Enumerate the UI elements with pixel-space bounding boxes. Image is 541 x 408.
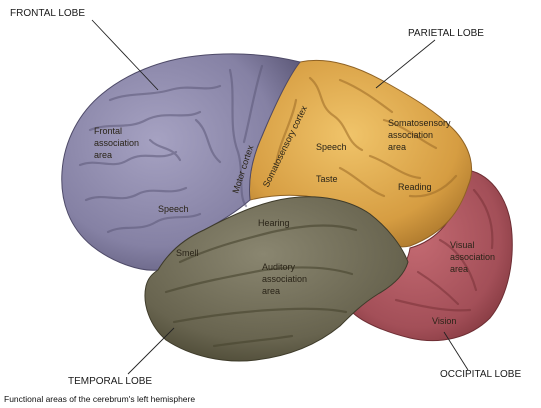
parietal-lobe-label: PARIETAL LOBE bbox=[408, 28, 484, 39]
speech-parietal-label: Speech bbox=[316, 142, 347, 152]
vision-label: Vision bbox=[432, 316, 456, 326]
somatosensory-association-label-3: area bbox=[388, 142, 406, 152]
temporal-lobe-label: TEMPORAL LOBE bbox=[68, 376, 152, 387]
temporal-leader-line bbox=[128, 328, 174, 374]
visual-association-label: Visual bbox=[450, 240, 474, 250]
frontal-lobe-label: FRONTAL LOBE bbox=[10, 8, 85, 19]
frontal-association-label-3: area bbox=[94, 150, 112, 160]
frontal-association-label: Frontal bbox=[94, 126, 122, 136]
auditory-association-label-2: association bbox=[262, 274, 307, 284]
somatosensory-association-label-2: association bbox=[388, 130, 433, 140]
auditory-association-label: Auditory bbox=[262, 262, 296, 272]
visual-association-label-3: area bbox=[450, 264, 468, 274]
occipital-lobe-label: OCCIPITAL LOBE bbox=[440, 369, 521, 380]
auditory-association-label-3: area bbox=[262, 286, 280, 296]
speech-frontal-label: Speech bbox=[158, 204, 189, 214]
visual-association-label-2: association bbox=[450, 252, 495, 262]
frontal-association-label-2: association bbox=[94, 138, 139, 148]
parietal-leader-line bbox=[376, 40, 435, 88]
somatosensory-association-label: Somatosensory bbox=[388, 118, 451, 128]
smell-label: Smell bbox=[176, 248, 199, 258]
reading-label: Reading bbox=[398, 182, 432, 192]
figure-caption: Functional areas of the cerebrum's left … bbox=[4, 394, 195, 404]
hearing-label: Hearing bbox=[258, 218, 290, 228]
taste-label: Taste bbox=[316, 174, 338, 184]
